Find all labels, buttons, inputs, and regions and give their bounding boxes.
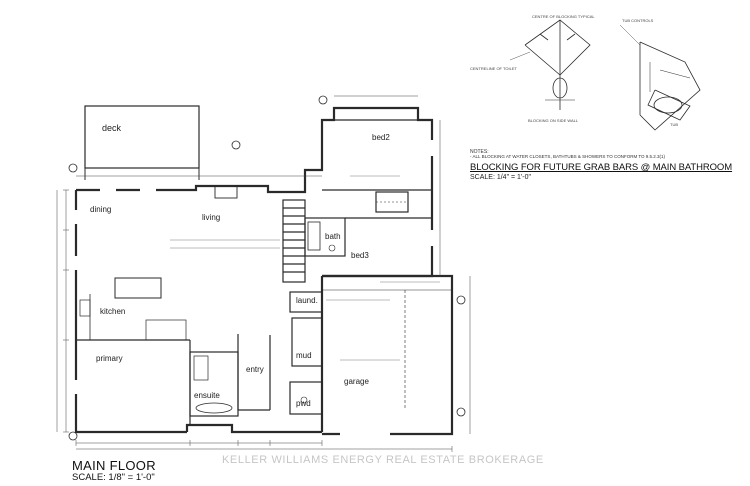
detail-label-tub: TUB (670, 122, 678, 127)
dimension-lines (56, 95, 471, 452)
room-label-kitchen: kitchen (100, 307, 126, 316)
detail-label-blocking-side-wall: BLOCKING ON SIDE WALL (528, 118, 579, 123)
detail-label-centre-toilet: CENTRELINE OF TOILET (470, 66, 517, 71)
section-markers (68, 95, 466, 441)
room-label-primary: primary (96, 354, 123, 363)
main-floor-title: MAIN FLOOR (72, 458, 156, 473)
room-label-laund: laund. (296, 296, 318, 305)
room-label-mud: mud (296, 351, 312, 360)
blocking-title: BLOCKING FOR FUTURE GRAB BARS @ MAIN BAT… (470, 162, 733, 173)
deck-outline (84, 105, 200, 180)
room-label-living: living (202, 213, 221, 222)
blocking-detail-toilet (509, 19, 591, 110)
exterior-walls (74, 106, 454, 436)
annotation-leaders (170, 175, 440, 361)
notes-body: - ALL BLOCKING AT WATER CLOSETS, BATHTUB… (470, 154, 666, 159)
main-floor-scale: SCALE: 1/8" = 1'-0" (72, 472, 155, 483)
room-label-dining: dining (90, 205, 112, 214)
interior-walls (76, 119, 452, 425)
detail-label-tub-controls: TUB CONTROLS (622, 18, 654, 23)
openings (74, 140, 435, 436)
detail-label-centre-blocking: CENTRE OF BLOCKING TYPICAL (532, 14, 595, 19)
room-label-entry: entry (246, 365, 264, 374)
watermark: KELLER WILLIAMS ENERGY REAL ESTATE BROKE… (222, 454, 544, 466)
room-label-bed2: bed2 (372, 133, 390, 142)
notes-title: NOTES: (470, 149, 489, 155)
blocking-detail-tub (619, 24, 701, 131)
room-label-ensuite: ensuite (194, 391, 220, 400)
room-label-bath: bath (325, 232, 341, 241)
room-label-deck: deck (102, 123, 122, 133)
blocking-scale: SCALE: 1/4" = 1'-0" (470, 174, 531, 181)
room-label-pwd: pwd (296, 399, 311, 408)
room-label-bed3: bed3 (351, 251, 369, 260)
room-label-garage: garage (344, 377, 369, 386)
